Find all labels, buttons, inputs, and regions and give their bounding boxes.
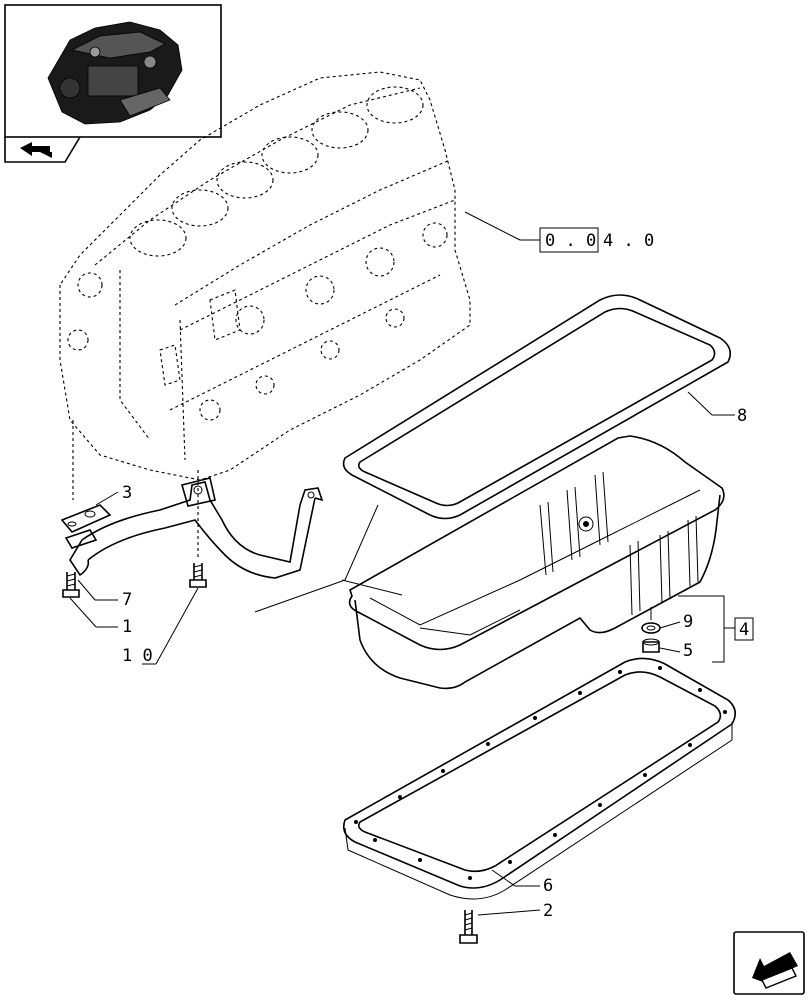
oil-pan — [348, 435, 725, 690]
callout-9: 9 — [683, 612, 693, 632]
engine-block-phantom — [59, 71, 471, 481]
bolt-2 — [459, 910, 478, 944]
bolt-1 — [62, 572, 80, 598]
oil-pan-lower-frame — [342, 657, 736, 900]
callout-4: 4 — [739, 620, 749, 640]
callout-10: 1 0 — [122, 646, 153, 666]
callout-2: 2 — [543, 901, 553, 921]
previous-page-arrow-icon[interactable] — [4, 136, 81, 163]
drain-washer — [641, 622, 661, 634]
next-page-arrow-icon[interactable] — [733, 931, 805, 995]
reference-label[interactable]: 0 . 0 4 . 0 — [539, 227, 654, 253]
oil-suction-pipe — [60, 477, 324, 579]
drain-plug — [642, 638, 660, 653]
callout-5: 5 — [683, 641, 693, 661]
reference-boxed-text: 0 . 0 — [545, 231, 596, 251]
callout-7: 7 — [122, 590, 132, 610]
callout-6: 6 — [543, 876, 553, 896]
callout-3: 3 — [122, 483, 132, 503]
callout-8: 8 — [737, 406, 747, 426]
oil-pan-gasket-top — [342, 294, 731, 520]
bolt-10 — [189, 563, 207, 588]
callout-1: 1 — [122, 617, 132, 637]
reference-suffix-text: 4 . 0 — [603, 231, 654, 251]
engine-thumbnail-icon[interactable] — [4, 4, 222, 138]
